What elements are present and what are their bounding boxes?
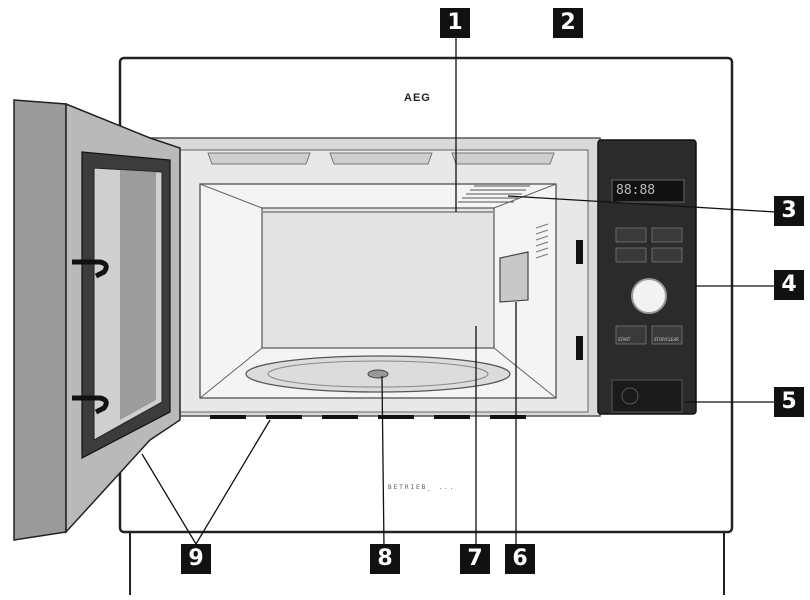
door-hook-top: [72, 259, 109, 279]
top-vent-1: [207, 152, 311, 165]
callout-5: 5: [774, 387, 804, 417]
callout-8: 8: [370, 544, 400, 574]
latch-hole-top: [576, 240, 583, 264]
callout-2: 2: [553, 8, 583, 38]
callout-3: 3: [774, 196, 804, 226]
display-window: [611, 179, 685, 203]
door-window-shade: [120, 170, 156, 420]
cavity-edge-tr: [493, 183, 557, 209]
turntable-plate: [267, 360, 489, 388]
callout-4: 4: [774, 270, 804, 300]
control-knob[interactable]: [631, 278, 667, 314]
ceiling-vent-grille: [458, 185, 530, 203]
control-panel: [597, 139, 697, 415]
leader-lines: [141, 36, 777, 549]
cavity-back-wall: [261, 207, 495, 349]
start-button-label: START: [618, 337, 631, 342]
turntable-coupler: [367, 369, 389, 379]
door-release-icon: [621, 387, 639, 405]
stop-button-label: STOP/CLEAR: [654, 337, 679, 342]
callout-6: 6: [505, 544, 535, 574]
door-release-button[interactable]: [611, 379, 683, 413]
keypad-buttons: [615, 227, 683, 345]
cavity-edge-br: [493, 347, 557, 399]
latch-hole-bottom: [576, 336, 583, 360]
door-hook-bottom: [72, 395, 109, 415]
top-vent-2: [329, 152, 433, 165]
door-edge: [13, 99, 67, 541]
cavity-edge-tl: [199, 183, 263, 209]
wave-guide-cover: [499, 251, 529, 303]
cavity-edge-bl: [199, 347, 263, 399]
callout-7: 7: [460, 544, 490, 574]
brand-logo-text: AEG: [404, 92, 431, 104]
callout-9: 9: [181, 544, 211, 574]
callout-1: 1: [440, 8, 470, 38]
top-vent-3: [451, 152, 555, 165]
side-wall-vent: [535, 223, 549, 259]
display-readout: 88:88: [616, 183, 656, 198]
model-text: BETRIEB_ ...: [388, 484, 456, 491]
